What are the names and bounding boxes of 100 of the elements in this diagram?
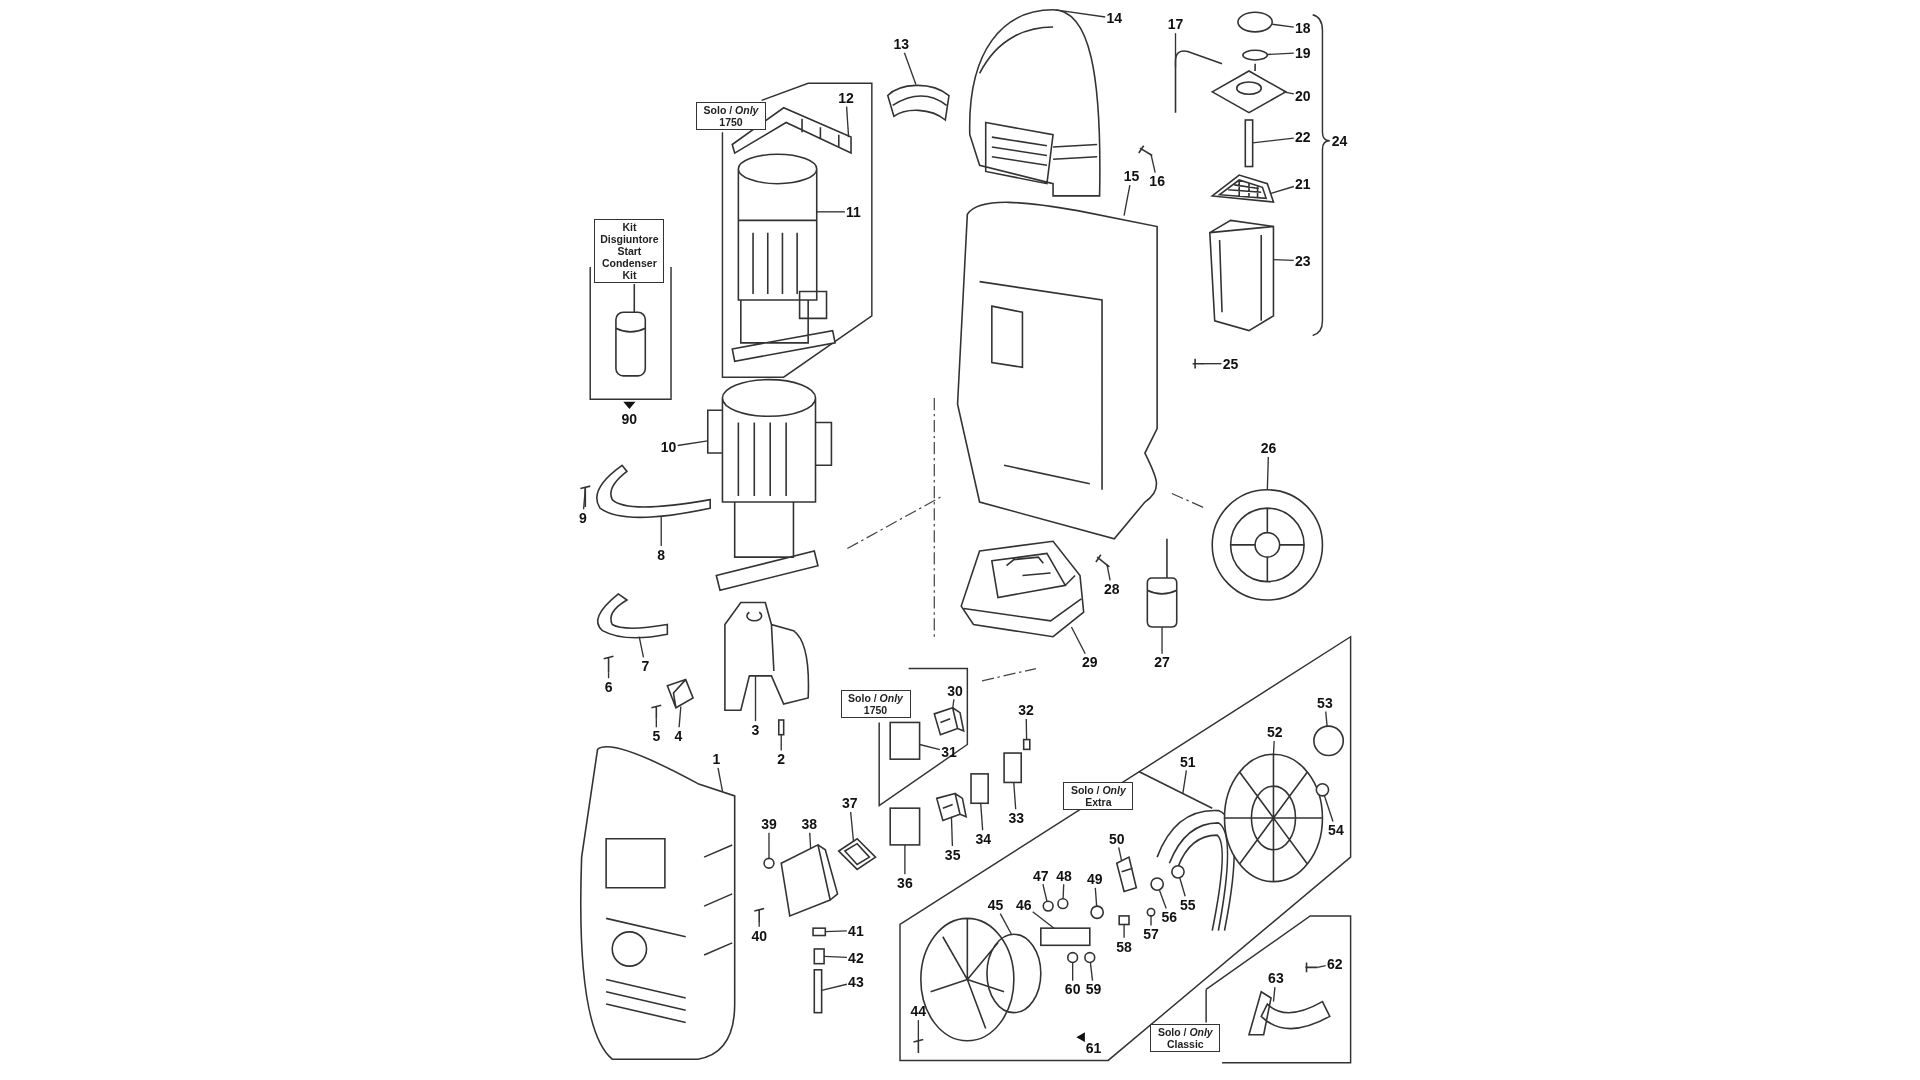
leader-line	[1106, 563, 1111, 581]
callout-number: 27	[1154, 654, 1170, 670]
motor-pump-drawing	[731, 153, 836, 362]
switch-drawing	[935, 792, 968, 822]
leader-line	[638, 636, 645, 659]
callout-number: 30	[947, 683, 963, 699]
callout-number: 38	[801, 816, 818, 832]
screw-icon	[650, 704, 662, 720]
leader-line	[1270, 185, 1295, 195]
hose-reel-drawing	[1223, 753, 1324, 883]
callout-number: 28	[1104, 581, 1120, 597]
callout-number: 57	[1143, 926, 1159, 942]
leader-line	[1123, 923, 1125, 939]
callout-number: 1	[712, 751, 721, 767]
leader-line	[823, 955, 848, 958]
leader-line	[607, 671, 610, 679]
callout-number: 45	[987, 897, 1004, 913]
handle-drawing	[969, 9, 1101, 197]
callout-number: 2	[777, 751, 786, 767]
leader-line	[1272, 986, 1276, 1003]
leader-line	[1150, 153, 1156, 174]
callout-number: 3	[751, 722, 760, 738]
callout-number: 47	[1033, 868, 1049, 883]
leader-line	[1266, 52, 1295, 56]
screw-icon	[753, 907, 765, 923]
callout-number: 8	[657, 547, 666, 563]
callout-number: 44	[910, 1003, 927, 1019]
callout-number: 4	[674, 728, 683, 744]
callout-number: 90	[621, 411, 638, 427]
variant-note: Kit Disgiuntore Start Condenser Kit	[594, 219, 665, 283]
nut-icon	[763, 857, 775, 869]
leader-line	[904, 844, 906, 875]
screw-icon	[912, 1038, 925, 1054]
callout-number: 41	[848, 923, 864, 939]
hose-holder-drawing	[1248, 991, 1331, 1036]
callout-number: 50	[1108, 831, 1125, 847]
ring-icon	[1066, 951, 1079, 964]
leader-line	[845, 105, 850, 138]
clip-drawing	[666, 678, 695, 709]
leader-line	[1316, 964, 1327, 969]
leader-line	[1272, 740, 1275, 755]
leader-line	[816, 211, 846, 213]
leader-line	[1174, 32, 1177, 69]
leader-line	[660, 516, 662, 547]
switch-frame-drawing	[970, 773, 989, 805]
spring-drawing	[813, 948, 825, 965]
nut-icon	[1118, 915, 1130, 926]
callout-number: 46	[1015, 897, 1032, 913]
variant-note: Solo / Only 1750	[840, 690, 911, 719]
shaft-drawing	[1040, 927, 1091, 947]
leader-line	[1204, 363, 1223, 365]
callout-number: 10	[660, 439, 677, 455]
callout-number: 55	[1179, 897, 1196, 913]
leader-line	[1071, 961, 1074, 982]
callout-number: 20	[1295, 88, 1311, 103]
leader-line	[758, 921, 760, 928]
leader-line	[1123, 184, 1131, 217]
leader-line	[1094, 887, 1098, 907]
callout-number: 26	[1260, 440, 1277, 456]
callout-number: 32	[1018, 702, 1034, 718]
callout-number: 12	[838, 90, 854, 106]
variant-note: Solo / Only Classic	[1150, 1024, 1221, 1053]
variant-note: Solo / Only 1750	[696, 102, 766, 131]
callout-number: 29	[1082, 654, 1098, 670]
callout-number: 48	[1056, 868, 1072, 883]
leader-line	[780, 734, 782, 752]
callout-number: 62	[1326, 956, 1343, 972]
callout-number: 15	[1123, 168, 1140, 184]
leader-line	[1266, 456, 1269, 491]
callout-number: 22	[1295, 129, 1311, 145]
knob-drawing	[1313, 725, 1345, 757]
pump-cover-drawing	[724, 601, 810, 711]
ring-icon	[1042, 900, 1054, 912]
leader-line	[1251, 137, 1295, 144]
leader-line	[1161, 626, 1163, 655]
cap-drawing	[1237, 11, 1274, 33]
housing-drawing	[956, 201, 1158, 540]
ring-icon	[1084, 951, 1096, 964]
callout-number: 6	[604, 679, 613, 695]
leader-line	[1054, 9, 1106, 18]
callout-number: 9	[578, 510, 587, 526]
leader-line	[582, 487, 586, 510]
callout-number: 18	[1295, 20, 1311, 36]
leader-line	[1150, 915, 1152, 927]
switch-frame-drawing	[889, 807, 921, 846]
leader-line	[1062, 883, 1065, 900]
callout-number: 16	[1149, 173, 1165, 189]
tank-drawing	[1209, 219, 1275, 332]
leader-line	[768, 832, 770, 860]
callout-number: 34	[975, 831, 992, 847]
ring-icon	[1242, 49, 1269, 61]
callout-number: 35	[944, 847, 961, 863]
leader-line	[917, 1019, 920, 1042]
leader-line	[951, 698, 955, 710]
gasket-drawing	[837, 837, 877, 871]
rod-drawing	[1244, 119, 1254, 168]
ring-icon	[1057, 898, 1069, 910]
leader-line	[754, 675, 757, 722]
callout-number: 7	[641, 658, 650, 674]
leader-line	[676, 440, 709, 447]
